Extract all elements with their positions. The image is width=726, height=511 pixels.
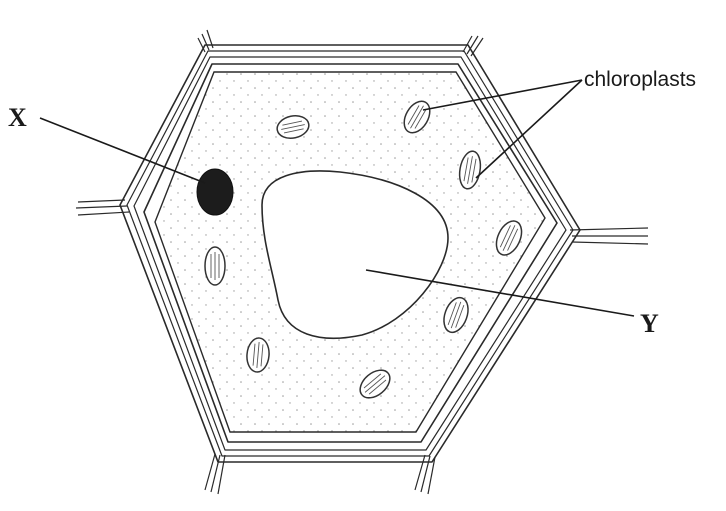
label-y: Y	[640, 309, 659, 338]
chloroplast	[205, 247, 225, 285]
leader-line-chloroplast-2	[476, 80, 582, 178]
leader-line-x	[40, 118, 205, 183]
label-x: X	[8, 103, 27, 132]
label-chloroplasts: chloroplasts	[584, 68, 696, 91]
nucleus	[197, 169, 233, 215]
